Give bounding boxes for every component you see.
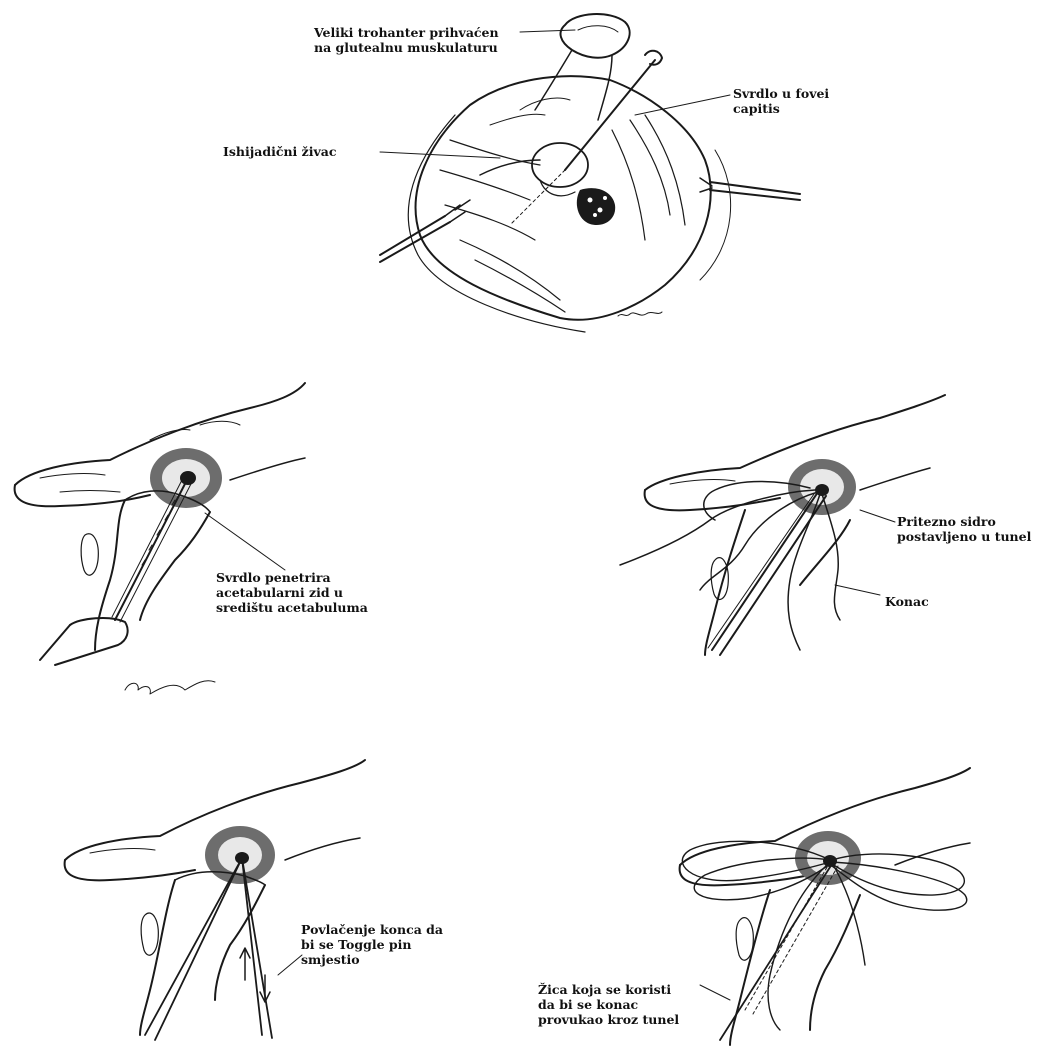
label-line: capitis bbox=[733, 101, 829, 116]
label-drill-fovea: Svrdlo u fovei capitis bbox=[733, 86, 829, 116]
label-line: Povlačenje konca da bbox=[301, 922, 443, 937]
label-line: središtu acetabuluma bbox=[216, 600, 368, 615]
label-line: bi se Toggle pin bbox=[301, 937, 443, 952]
label-line: Konac bbox=[885, 594, 929, 609]
label-line: da bi se konac bbox=[538, 997, 679, 1012]
label-line: na glutealnu muskulaturu bbox=[314, 40, 499, 55]
label-line: Žica koja se koristi bbox=[538, 982, 679, 997]
label-anchor: Pritezno sidro postavljeno u tunel bbox=[897, 514, 1031, 544]
label-line: smjestio bbox=[301, 952, 443, 967]
bottom-right-wire-panel bbox=[680, 768, 970, 1045]
label-pulling-thread: Povlačenje konca da bi se Toggle pin smj… bbox=[301, 922, 443, 967]
label-greater-trochanter: Veliki trohanter prihvaćen na glutealnu … bbox=[314, 25, 499, 55]
label-thread: Konac bbox=[885, 594, 929, 609]
top-surgical-field bbox=[380, 14, 800, 332]
label-line: provukao kroz tunel bbox=[538, 1012, 679, 1027]
label-line: postavljeno u tunel bbox=[897, 529, 1031, 544]
label-line: Veliki trohanter prihvaćen bbox=[314, 25, 499, 40]
label-drill-penetrates: Svrdlo penetrira acetabularni zid u sred… bbox=[216, 570, 368, 615]
bottom-left-pulling-panel bbox=[65, 760, 365, 1040]
label-line: Pritezno sidro bbox=[897, 514, 1031, 529]
label-line: Svrdlo u fovei bbox=[733, 86, 829, 101]
label-line: Svrdlo penetrira bbox=[216, 570, 368, 585]
label-line: Ishijadični živac bbox=[223, 144, 336, 159]
label-wire-tunnel: Žica koja se koristi da bi se konac prov… bbox=[538, 982, 679, 1027]
label-line: acetabularni zid u bbox=[216, 585, 368, 600]
middle-left-drill-panel bbox=[15, 383, 305, 694]
label-sciatic-nerve: Ishijadični živac bbox=[223, 144, 336, 159]
